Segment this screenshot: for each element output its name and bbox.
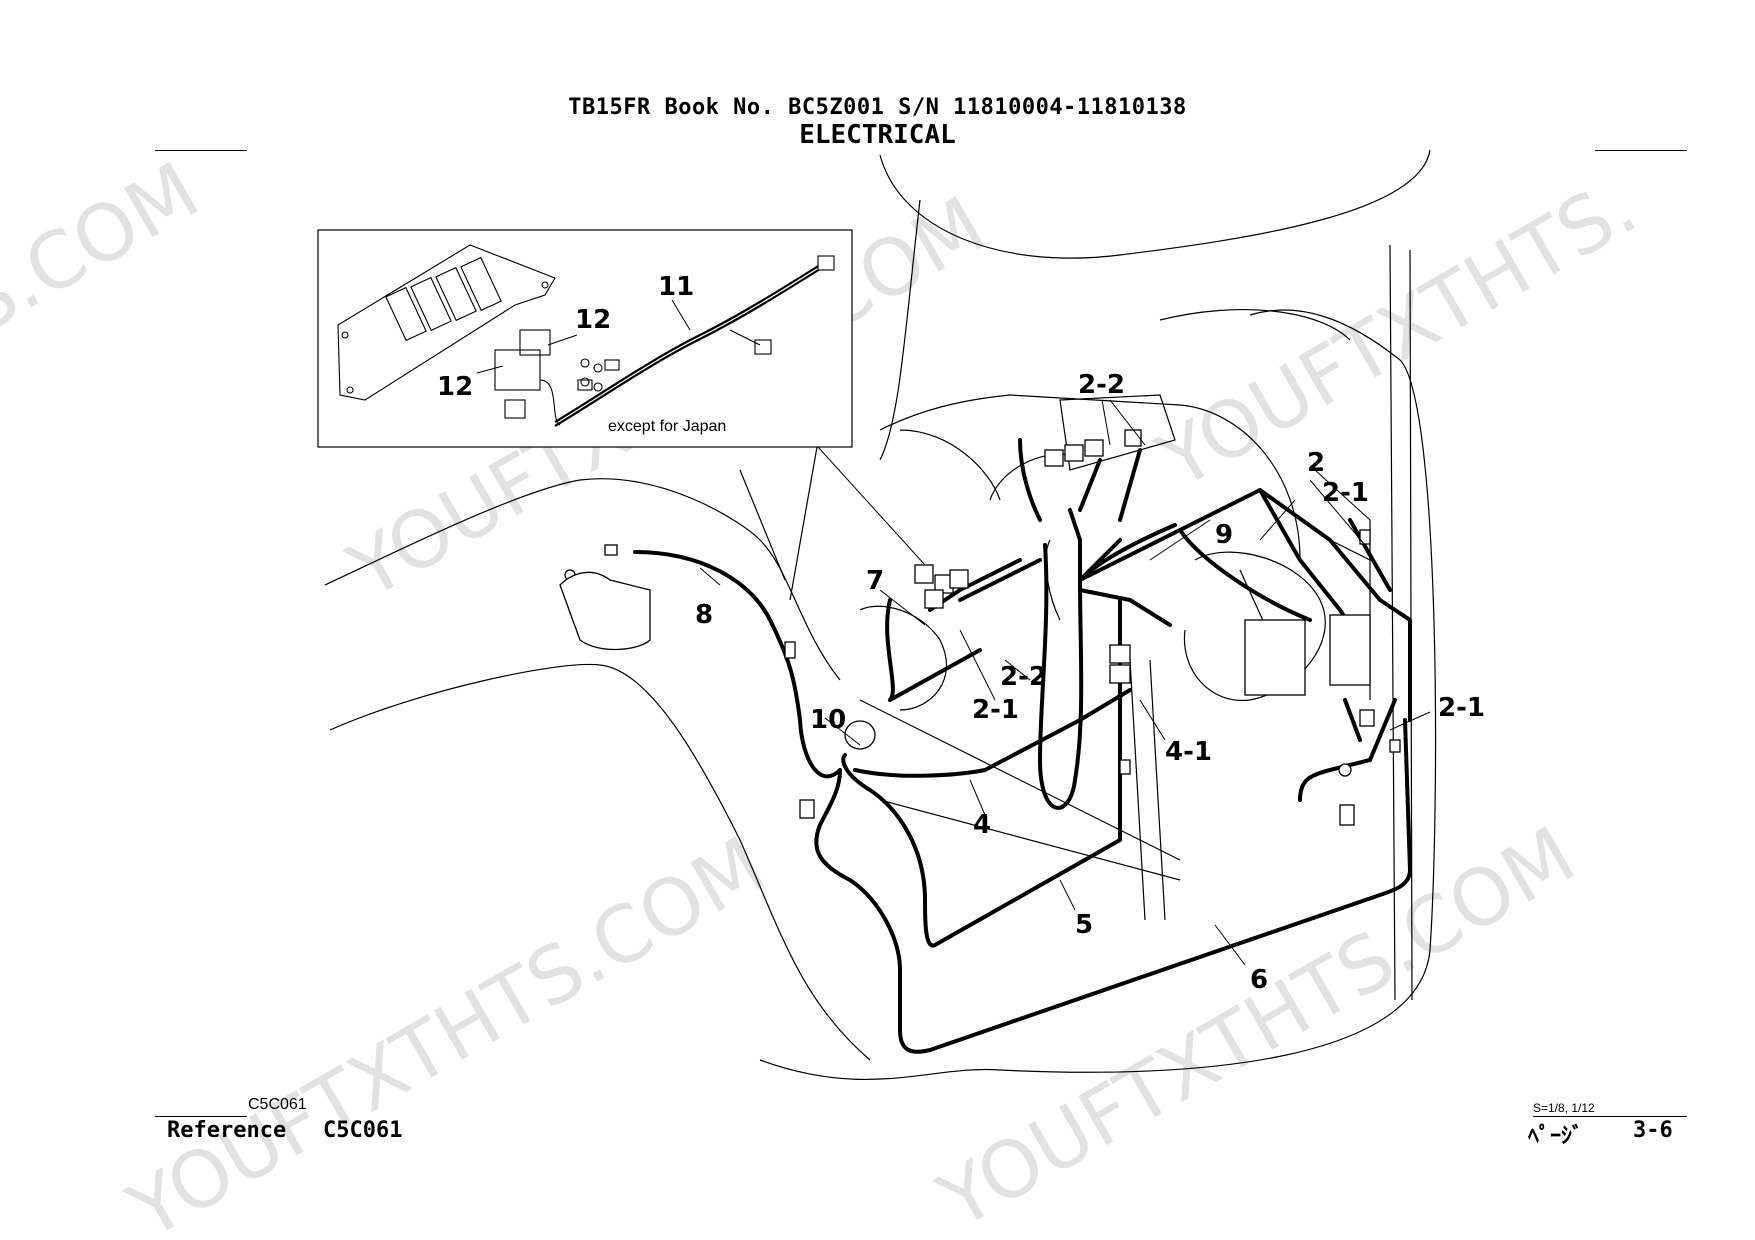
reference-label: Reference	[167, 1118, 287, 1143]
callout-9: 9	[1215, 520, 1234, 550]
callout-2-1-left: 2-1	[972, 695, 1019, 725]
header-rule-right	[1595, 150, 1687, 151]
callout-2-1-right: 2-1	[1438, 693, 1485, 723]
machine-outline	[324, 149, 1437, 1080]
inset-frame	[317, 229, 853, 448]
reference-code-small: C5C061	[248, 1096, 307, 1113]
callout-2: 2	[1307, 448, 1326, 478]
callout-12-lower: 12	[437, 372, 474, 402]
svg-text:YOUFTXTHTS.: YOUFTXTHTS.	[1144, 162, 1652, 507]
scale-text: S=1/8, 1/12	[1533, 1101, 1595, 1115]
connectors	[559, 429, 1401, 826]
wire-6	[814, 718, 1412, 1054]
callout-10: 10	[810, 705, 847, 735]
callout-2-2-upper: 2-2	[1078, 370, 1125, 400]
svg-text:YOUFTXTHTS.COM: YOUFTXTHTS.COM	[114, 820, 780, 1240]
footer-rule-left	[155, 1116, 247, 1117]
harness-11	[554, 264, 821, 427]
svg-text:TS.COM: TS.COM	[0, 146, 214, 377]
callout-11: 11	[658, 272, 695, 302]
header-rule-left	[155, 150, 247, 151]
wire-harness	[633, 438, 1412, 1054]
callout-12-upper: 12	[575, 305, 612, 335]
wire-8	[633, 550, 842, 779]
callout-2-2-lower: 2-2	[1000, 662, 1047, 692]
section-title: ELECTRICAL	[799, 120, 956, 150]
callout-7: 7	[866, 566, 885, 596]
svg-text:YOUFTXTHTS.COM: YOUFTXTHTS.COM	[924, 810, 1590, 1240]
callout-2-1-upper: 2-1	[1322, 478, 1369, 508]
page-header-title: TB15FR Book No. BC5Z001 S/N 11810004-118…	[568, 95, 1187, 120]
page-label: ﾍﾟｰｼﾞ	[1528, 1124, 1584, 1149]
reference-code: C5C061	[323, 1118, 403, 1143]
callout-5: 5	[1075, 910, 1094, 940]
callout-8: 8	[695, 600, 714, 630]
wire-4	[853, 688, 1132, 778]
callout-6: 6	[1250, 965, 1269, 995]
callout-4-1: 4-1	[1165, 737, 1212, 767]
footer-rule-right	[1533, 1116, 1687, 1117]
wire-trunk	[1038, 543, 1084, 810]
callout-4: 4	[973, 810, 992, 840]
inset-note: except for Japan	[608, 418, 727, 435]
inset-leader	[817, 446, 926, 566]
leader-lines	[476, 299, 1431, 966]
wire-5	[841, 598, 1122, 948]
relay-bracket	[337, 244, 620, 426]
page-number: 3-6	[1633, 1118, 1673, 1143]
